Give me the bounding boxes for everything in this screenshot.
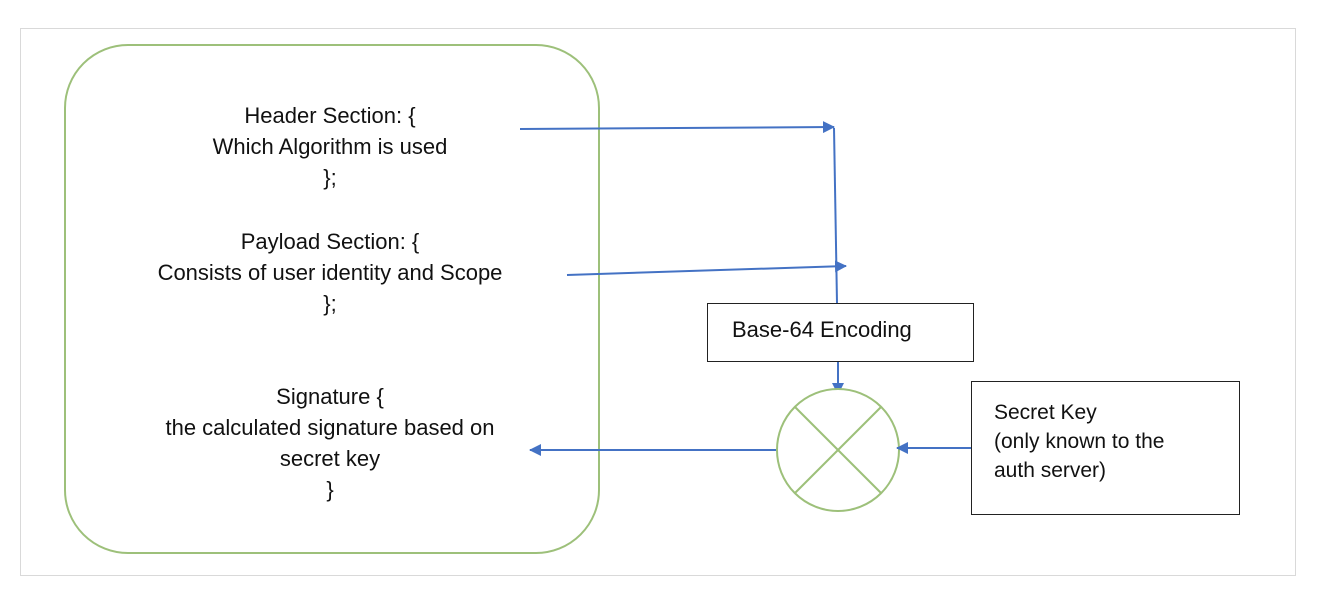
secret-key-title: Secret Key — [994, 401, 1097, 424]
secret-key-note-line1: (only known to the — [994, 430, 1165, 453]
diagram-frame — [20, 28, 1296, 576]
payload-section-close: }; — [323, 291, 337, 316]
header-section-description: Which Algorithm is used — [212, 134, 448, 159]
secret-key-box: Secret Key (only known to the auth serve… — [971, 381, 1240, 515]
base64-encoding-box: Base-64 Encoding — [707, 303, 974, 362]
signature-section: Signature { the calculated signature bas… — [120, 381, 540, 505]
secret-key-note-line2: auth server) — [994, 459, 1107, 482]
signature-section-close: } — [326, 477, 334, 502]
signature-section-description: the calculated signature based on — [165, 415, 495, 440]
header-section-title: Header Section: { — [244, 103, 416, 128]
header-section: Header Section: { Which Algorithm is use… — [150, 100, 510, 193]
payload-section-description: Consists of user identity and Scope — [157, 260, 503, 285]
signature-section-description-2: secret key — [279, 446, 381, 471]
header-section-close: }; — [323, 165, 337, 190]
jwt-token-container — [64, 44, 600, 554]
payload-section: Payload Section: { Consists of user iden… — [110, 226, 550, 319]
signature-section-title: Signature { — [276, 384, 384, 409]
payload-section-title: Payload Section: { — [240, 229, 420, 254]
